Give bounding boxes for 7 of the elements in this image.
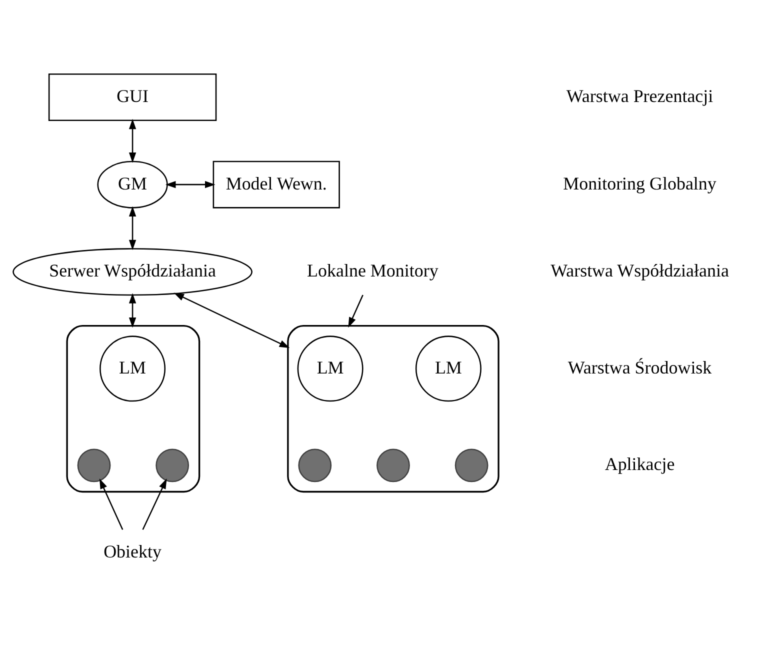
node-text: Lokalne Monitory bbox=[307, 260, 438, 281]
label: Warstwa Współdziałania bbox=[550, 260, 729, 281]
label: Aplikacje bbox=[604, 454, 675, 474]
label: Warstwa Prezentacji bbox=[566, 86, 714, 106]
label: Warstwa Środowisk bbox=[568, 357, 712, 378]
label: Monitoring Globalny bbox=[563, 173, 716, 194]
node-text: Obiekty bbox=[104, 542, 162, 562]
